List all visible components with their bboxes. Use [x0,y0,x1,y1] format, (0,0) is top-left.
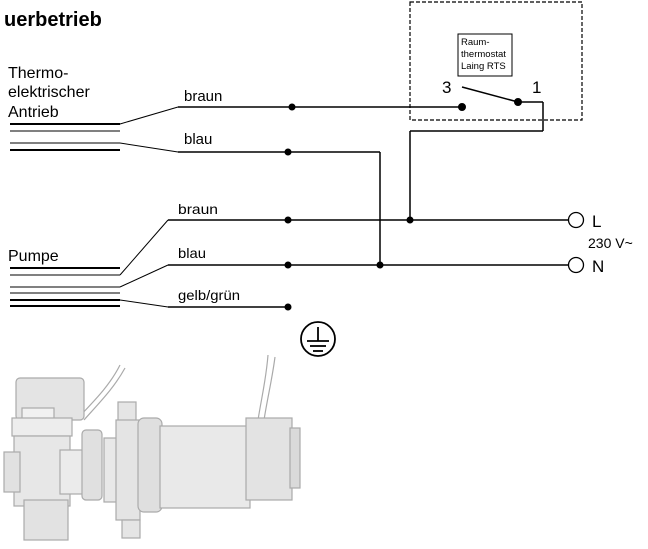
thermostat-housing [409,1,583,121]
actuator-cable [10,106,292,153]
terminal-L-label: L [592,212,601,231]
actuator-wire-blue-label: blau [184,131,212,148]
actuator-label-line2: elektrischer [8,84,90,101]
ground-icon [300,321,336,357]
pump-cable [10,219,288,308]
pump-wire-blue-label: blau [178,245,206,261]
actuator-label-line1: Thermo- [8,65,68,82]
thermostat-terminal-1: 1 [532,78,541,97]
pump-wire-ground-label: gelb/grün [178,287,240,303]
thermostat-name-line2: thermostat [461,49,506,60]
actuator-wire-brown-label: braun [184,88,222,105]
actuator-label-line3: Antrieb [8,104,59,121]
thermostat-name-line1: Raum- [461,37,490,48]
pump-wire-brown-label: braun [178,201,218,217]
thermostat-terminal-3: 3 [442,78,451,97]
junction-dots [284,103,414,311]
terminal-N-label: N [592,257,604,276]
wiring [288,101,568,266]
pump-label: Pumpe [8,248,59,265]
supply-voltage-label: 230 V~ [588,235,633,251]
thermostat-name-line3: Laing RTS [461,61,506,72]
terminal-L-icon [567,211,585,229]
thermostat-switch [458,86,522,111]
diagram-title: uerbetrieb [4,9,102,31]
terminal-N-icon [567,256,585,274]
thermostat-label-box [457,33,513,77]
pump-valve-illustration [3,354,301,541]
